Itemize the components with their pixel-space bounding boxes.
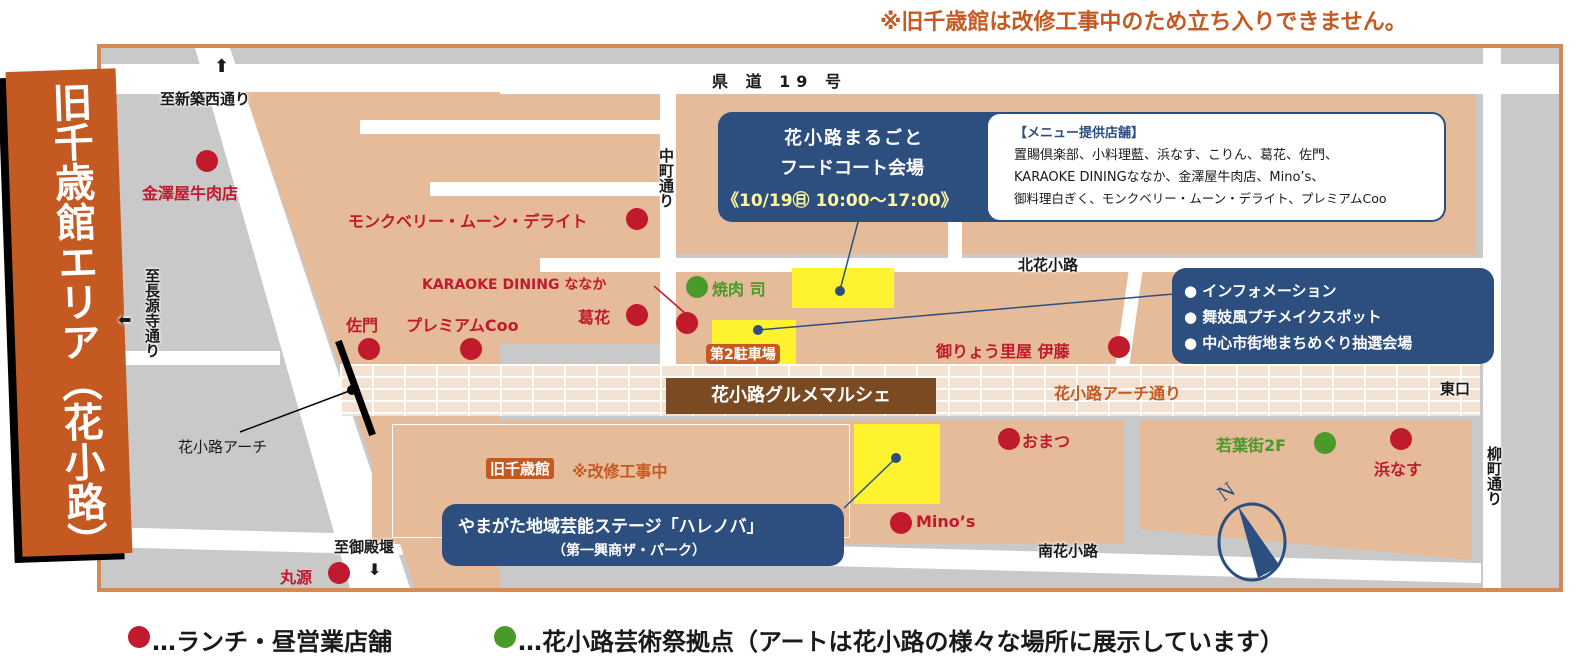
svg-text:N: N <box>1212 476 1239 506</box>
dot-hamanasu[interactable] <box>1390 428 1412 450</box>
prefectural-road-19 <box>101 64 1559 94</box>
dot-wakabagai[interactable] <box>1314 432 1336 454</box>
menu-line-3: 御料理白ぎく、モンクベリー・ムーン・デライト、プレミアムCoo <box>1014 191 1387 206</box>
shop-kanazawaya[interactable]: 金澤屋牛肉店 <box>142 184 239 203</box>
legend-green-label: …花小路芸術祭拠点（アートは花小路の様々な場所に展示しています） <box>518 628 1284 656</box>
label-to-gotenzeki: 至御殿堰 <box>334 538 395 556</box>
parking-2-label[interactable]: 第2駐車場 <box>706 344 780 364</box>
shop-omatsu[interactable]: おまつ <box>1022 432 1071 451</box>
food-court-datetime: 《10/19㊐ 10:00〜17:00》 <box>722 191 958 211</box>
label-prefectural-road: 県 道 19 号 <box>712 72 847 91</box>
dot-yakiniku-tsukasa[interactable] <box>686 276 708 298</box>
legend-red-label: …ランチ・昼営業店舗 <box>152 628 392 656</box>
nakamachi-road <box>660 94 676 364</box>
dot-goryoriya-ito[interactable] <box>1108 336 1130 358</box>
arrow-down-icon: ⬇ <box>368 560 382 579</box>
alley-2 <box>430 182 660 196</box>
label-to-chogenji: 至長源寺通り <box>143 268 161 358</box>
dot-omatsu[interactable] <box>998 428 1020 450</box>
dot-samon[interactable] <box>358 338 380 360</box>
arch-street <box>340 364 1480 416</box>
arrow-up-icon: ⬆ <box>214 56 230 77</box>
stage-leader-line <box>843 453 901 509</box>
food-court-title-1: 花小路まるごと <box>784 128 924 149</box>
shop-samon[interactable]: 佐門 <box>346 316 379 335</box>
menu-panel <box>988 114 1444 220</box>
shop-wakabagai[interactable]: 若葉街2F <box>1216 436 1287 455</box>
label-minamihanakoji: 南花小路 <box>1038 542 1099 560</box>
info-item-lottery: ● 中心市街地まちめぐり抽選会場 <box>1184 334 1413 352</box>
dot-kanazawaya[interactable] <box>196 150 218 172</box>
label-arch-street: 花小路アーチ通り <box>1054 384 1182 403</box>
old-chitosekan-label: 旧千歳館 <box>486 458 555 479</box>
label-arch: 花小路アーチ <box>178 438 268 456</box>
label-east-gate: 東口 <box>1440 380 1471 398</box>
dot-marugen[interactable] <box>328 562 350 584</box>
info-leader-line <box>753 293 1175 335</box>
alley-1 <box>360 120 660 134</box>
stage-callout[interactable] <box>442 504 844 566</box>
karaoke-leader-line <box>653 285 687 315</box>
dot-minos[interactable] <box>890 512 912 534</box>
dot-monkberry[interactable] <box>626 208 648 230</box>
dot-karaoke-nanaka[interactable] <box>676 312 698 334</box>
arch-leader-line <box>239 385 357 433</box>
shop-karaoke-nanaka[interactable]: KARAOKE DINING ななか <box>422 277 607 293</box>
menu-heading: 【メニュー提供店舗】 <box>1014 126 1145 141</box>
shop-yakiniku-tsukasa[interactable]: 焼肉 司 <box>712 280 766 299</box>
arrow-left-icon: ⬅ <box>118 310 132 329</box>
stage-subtitle: （第一興商ザ・パーク） <box>552 543 706 559</box>
info-item-information: ● インフォメーション <box>1184 282 1337 300</box>
stage-title: やまがた地域芸能ステージ「ハレノバ」 <box>458 517 764 537</box>
shop-premium-coo[interactable]: プレミアムCoo <box>406 316 519 335</box>
label-to-shinchikunishi: 至新築西通り <box>160 90 251 108</box>
menu-line-1: 置賜倶楽部、小料理藍、浜なす、こりん、葛花、佐門、 <box>1014 148 1338 163</box>
shop-minos[interactable]: Mino’s <box>916 512 976 531</box>
shop-monkberry[interactable]: モンクベリー・ムーン・デライト <box>348 212 588 231</box>
label-yanagimachi: 柳町通り <box>1485 446 1503 506</box>
dot-kuzuhana[interactable] <box>626 304 648 326</box>
info-item-maiko-makeup: ● 舞妓風プチメイクスポット <box>1184 308 1382 326</box>
shop-marugen[interactable]: 丸源 <box>280 568 313 587</box>
alley-3 <box>948 220 962 258</box>
label-kitahanakoji: 北花小路 <box>1018 256 1079 274</box>
stage-area[interactable] <box>854 424 940 504</box>
shop-goryoriya-ito[interactable]: 御りょう里屋 伊藤 <box>936 342 1070 361</box>
gourmet-marche-label[interactable]: 花小路グルメマルシェ <box>666 378 936 414</box>
shop-hamanasu[interactable]: 浜なす <box>1374 460 1423 479</box>
menu-line-2: KARAOKE DININGななか、金澤屋牛肉店、Mino’s、 <box>1014 170 1325 185</box>
compass-icon: N <box>1212 476 1287 582</box>
food-court-leader-line <box>835 221 859 296</box>
shop-kuzuhana[interactable]: 葛花 <box>578 308 611 327</box>
old-chitosekan-status: ※改修工事中 <box>572 462 668 481</box>
legend-green-dot-icon <box>494 626 516 648</box>
food-court-title-2: フードコート会場 <box>780 158 924 179</box>
label-nakamachi: 中町通り <box>657 148 675 208</box>
legend-red-dot-icon <box>128 626 150 648</box>
info-box[interactable] <box>1172 268 1494 364</box>
dot-premium-coo[interactable] <box>460 338 482 360</box>
closure-notice: ※旧千歳館は改修工事中のため立ち入りできません。 <box>880 10 1407 35</box>
